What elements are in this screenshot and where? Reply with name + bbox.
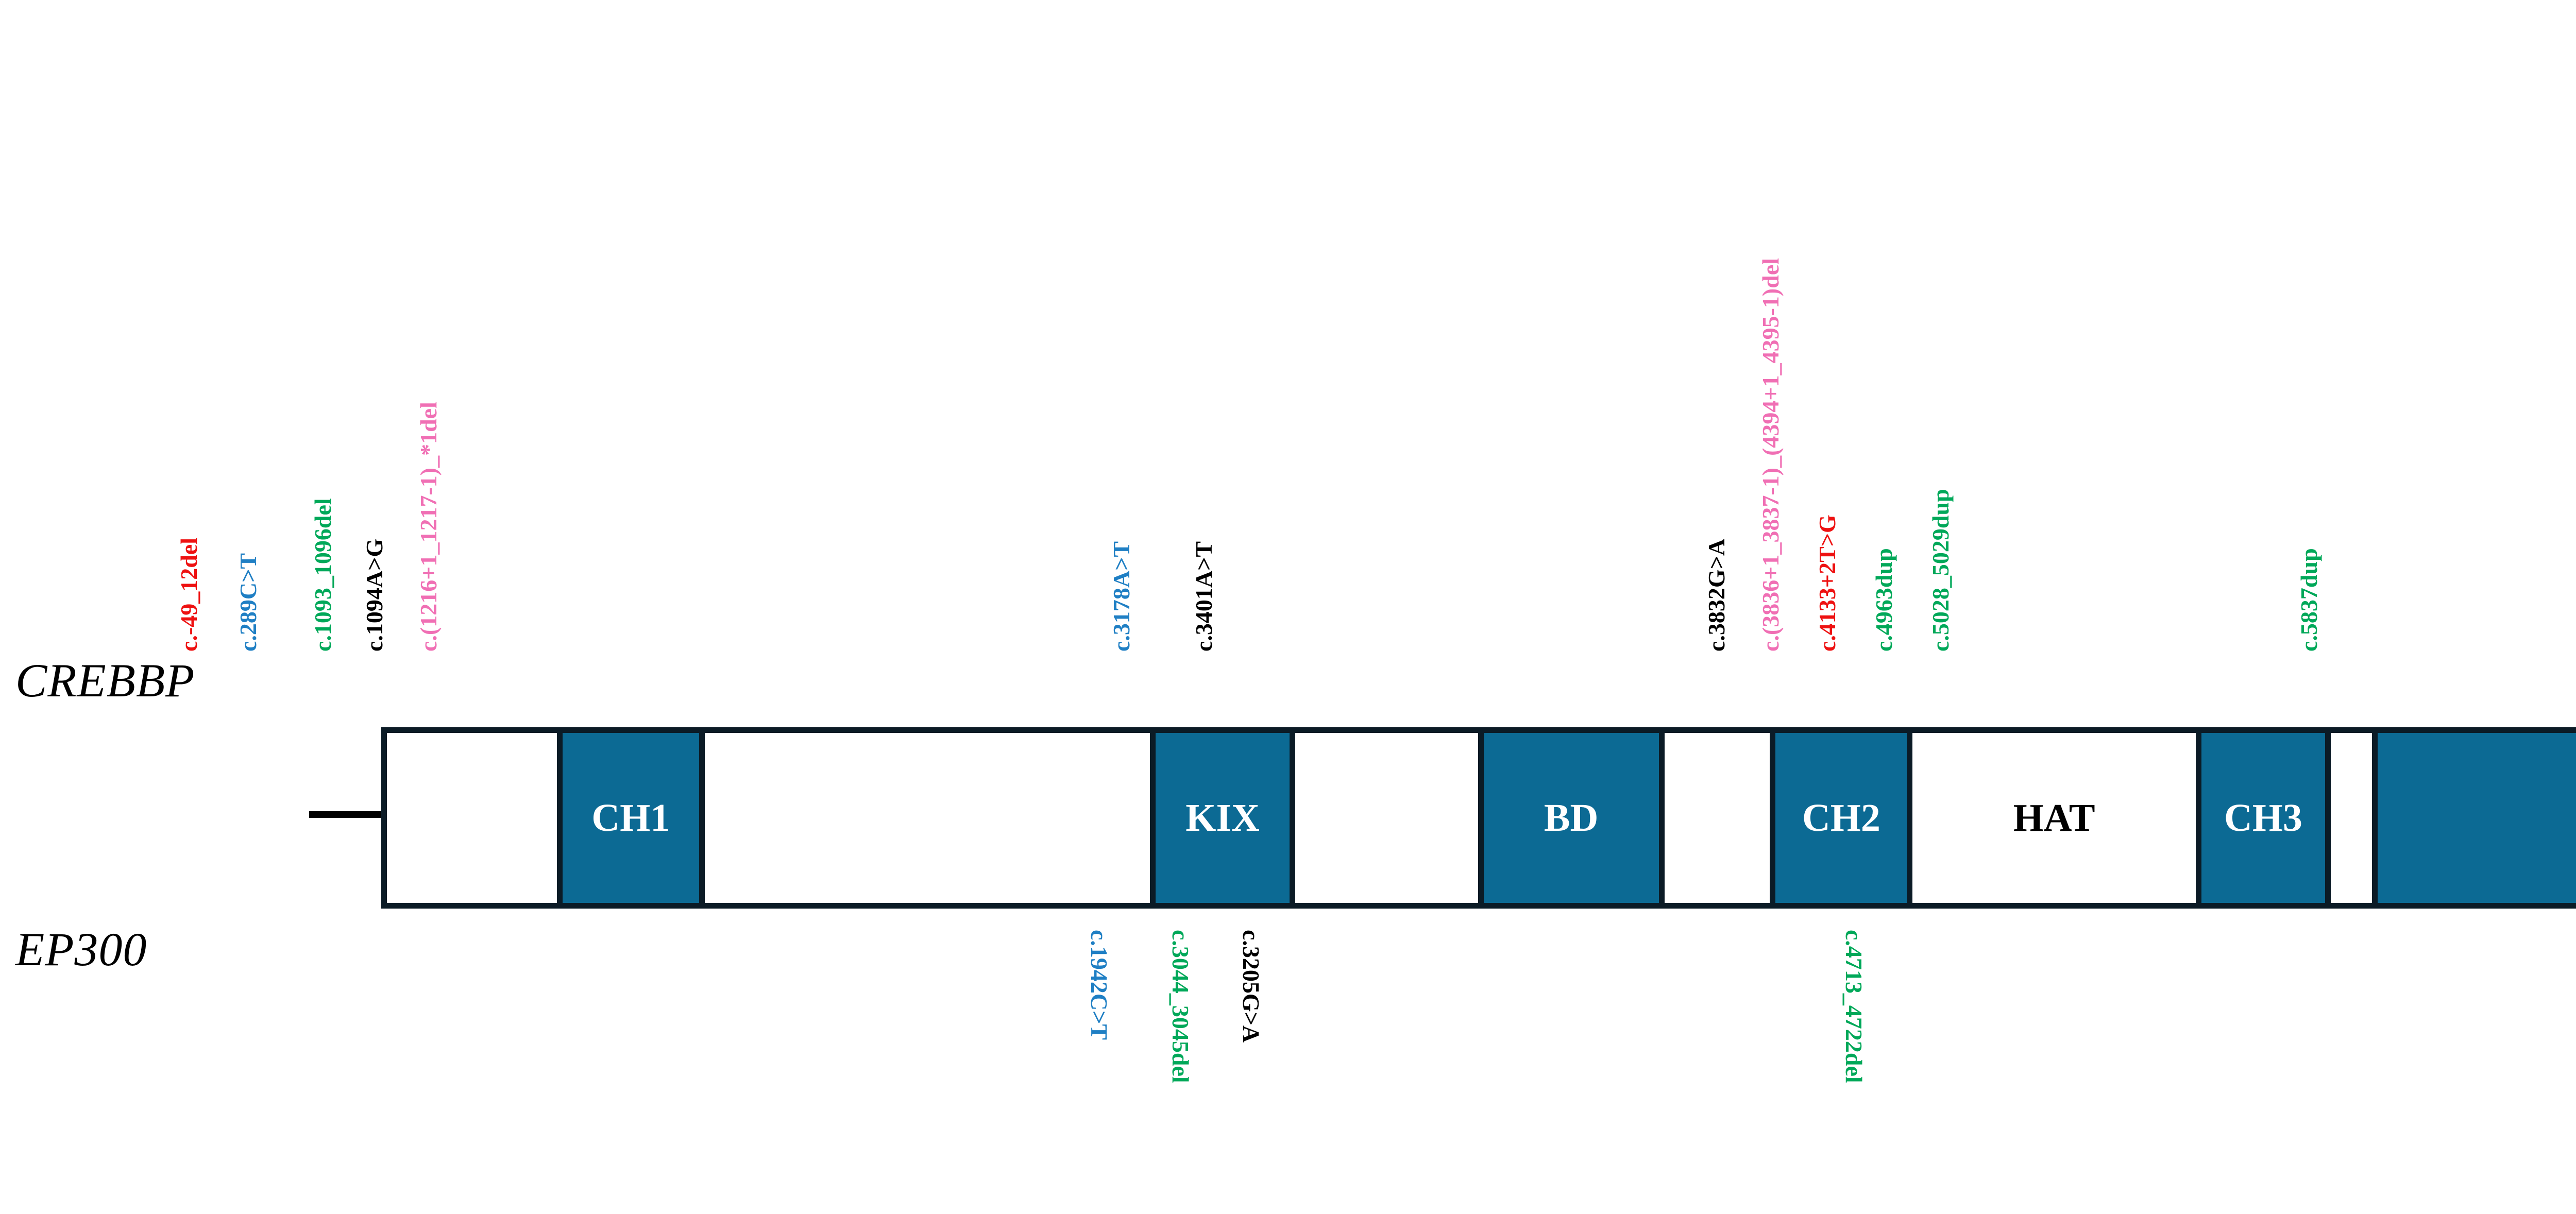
domain-segment-ch2: CH2 <box>1775 733 1913 903</box>
crebbp-variant-label-6: c.3401A>T <box>1191 541 1217 652</box>
domain-segment-bd: BD <box>1483 733 1665 903</box>
domain-segment-kix: KIX <box>1156 733 1295 903</box>
crebbp-variant-label-1: c.289C>T <box>235 553 261 652</box>
crebbp-variant-label-12: c.5837dup <box>2296 548 2322 652</box>
domain-label-ch1: CH1 <box>591 796 670 840</box>
domain-track: CH1 KIX BD CH2 HAT CH3 Q <box>381 727 2576 909</box>
domain-label-bd: BD <box>1544 796 1599 840</box>
crebbp-variant-label-11: c.5028_5029dup <box>1927 489 1954 652</box>
domain-label-hat: HAT <box>2013 796 2095 840</box>
domain-label-ch3: CH3 <box>2224 796 2302 840</box>
domain-segment-linker-10 <box>2330 733 2378 903</box>
domain-segment-hat: HAT <box>1912 733 2201 903</box>
domain-segment-linker-2 <box>704 733 1156 903</box>
domain-segment-linker-6 <box>1664 733 1776 903</box>
crebbp-variant-label-0: c.-49_12del <box>176 537 202 652</box>
n-terminus-line <box>309 811 387 818</box>
ep300-variant-label-3: c.4713_4722del <box>1841 930 1867 1083</box>
crebbp-variant-label-2: c.1093_1096del <box>310 498 336 652</box>
crebbp-variant-label-5: c.3178A>T <box>1108 541 1134 652</box>
gene-label-crebbp: CREBBP <box>15 654 195 707</box>
domain-segment-ch3: CH3 <box>2201 733 2331 903</box>
domain-segment-ch1: CH1 <box>562 733 705 903</box>
domain-label-kix: KIX <box>1185 796 1260 840</box>
domain-segment-linker-4 <box>1295 733 1484 903</box>
ep300-variant-label-0: c.1942C>T <box>1086 930 1112 1040</box>
crebbp-variant-label-7: c.3832G>A <box>1703 538 1730 652</box>
domain-segment-linker-0 <box>387 733 563 903</box>
ep300-variant-label-1: c.3044_3045del <box>1167 930 1194 1083</box>
domain-segment-q: Q <box>2377 733 2576 903</box>
crebbp-variant-label-9: c.4133+2T>G <box>1814 515 1840 652</box>
ep300-variant-label-2: c.3205G>A <box>1238 930 1264 1043</box>
crebbp-variant-label-8: c.(3836+1_3837-1)_(4394+1_4395-1)del <box>1757 258 1784 652</box>
gene-label-ep300: EP300 <box>15 923 147 976</box>
crebbp-variant-label-3: c.1094A>G <box>361 538 387 652</box>
crebbp-variant-label-4: c.(1216+1_1217-1)_*1del <box>415 402 442 652</box>
protein-domain-bar: CH1 KIX BD CH2 HAT CH3 Q <box>381 727 2576 909</box>
domain-label-ch2: CH2 <box>1802 796 1880 840</box>
crebbp-variant-label-10: c.4963dup <box>1871 548 1897 652</box>
